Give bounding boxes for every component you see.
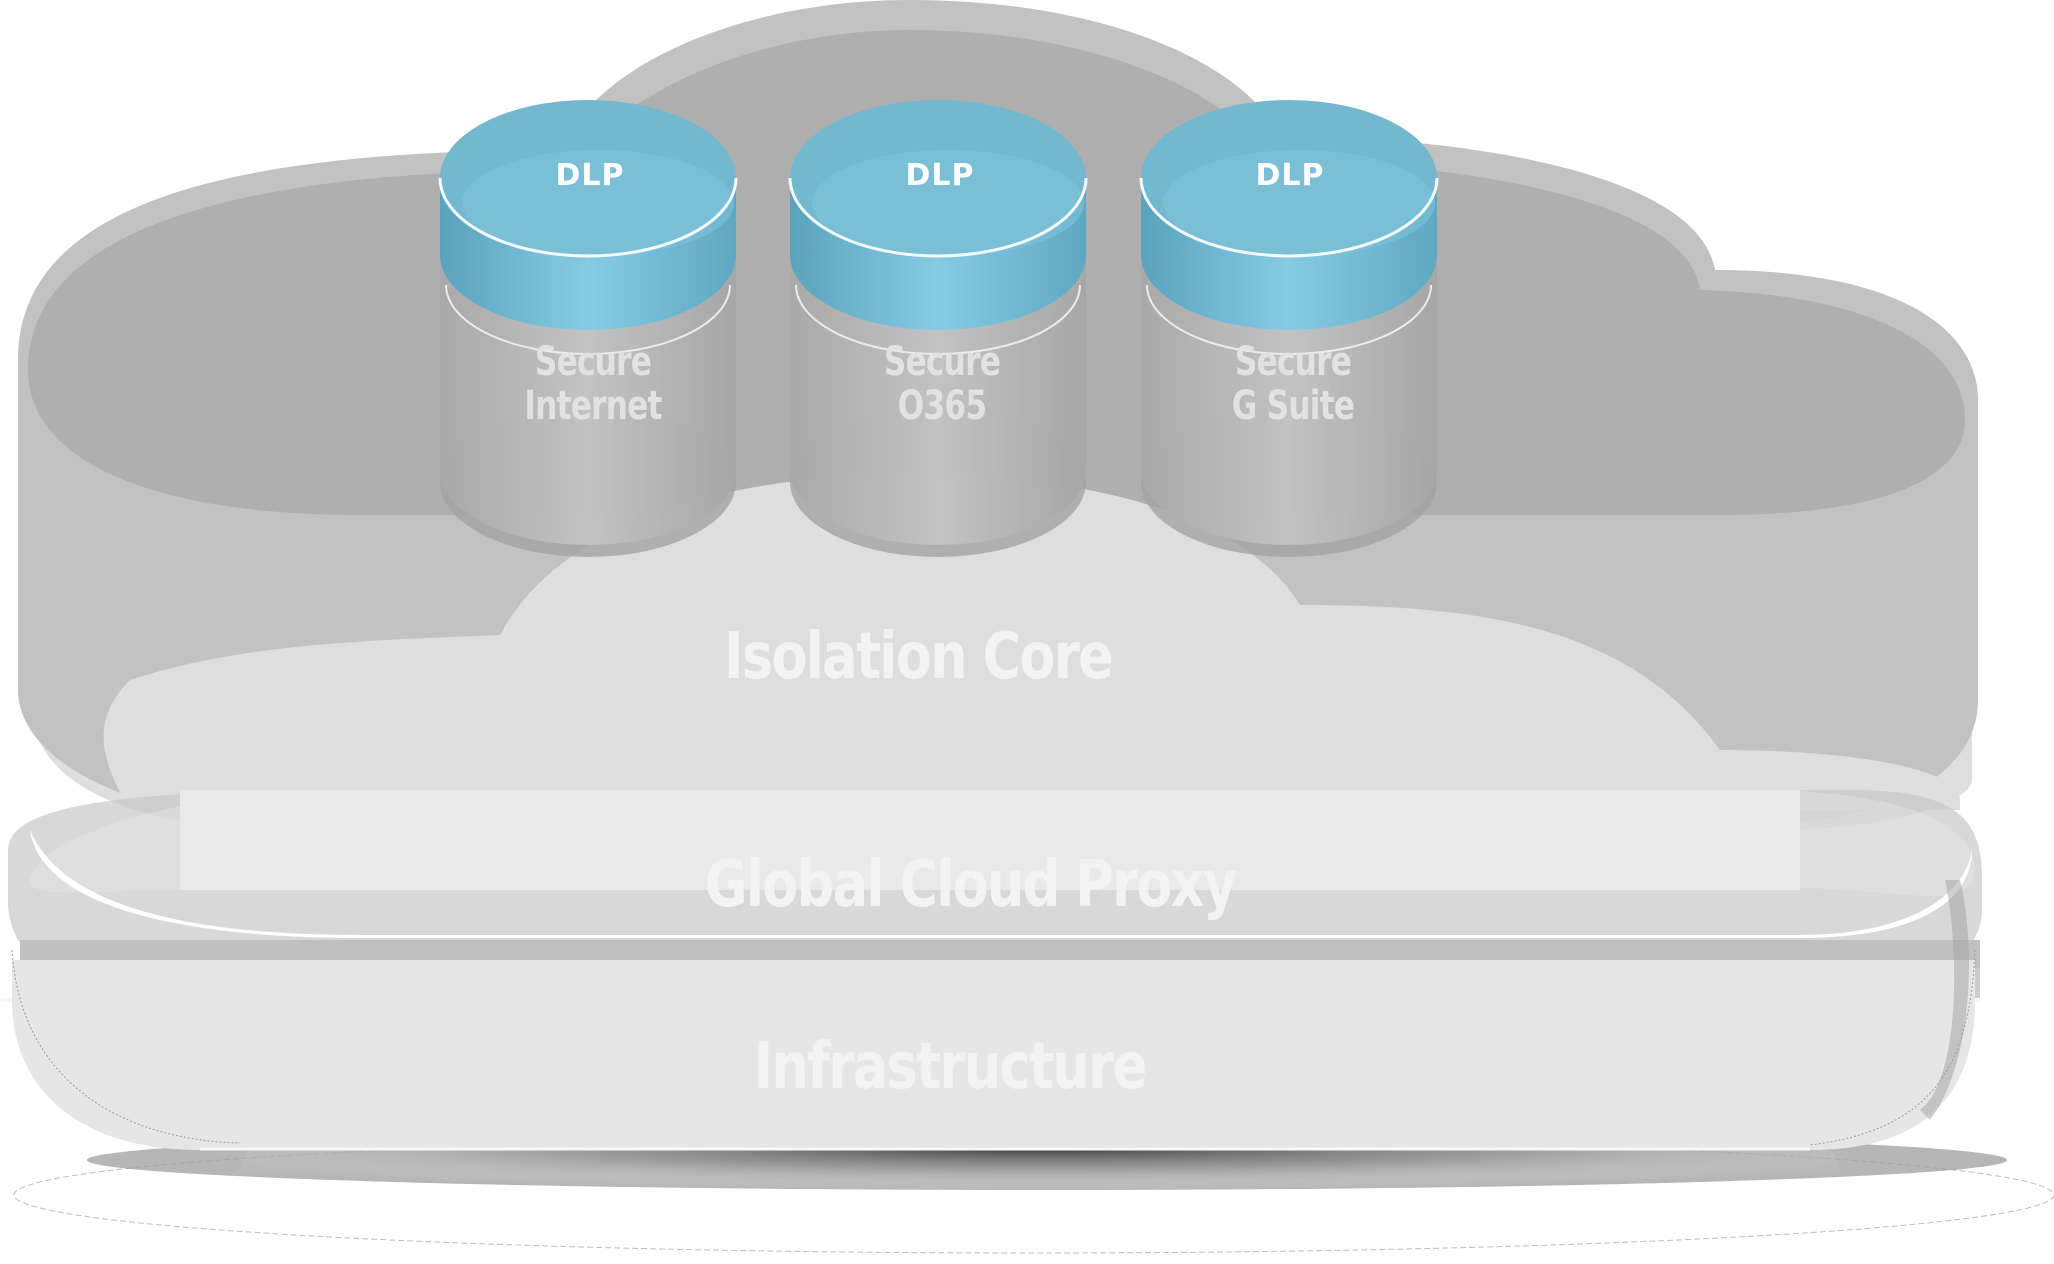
- module-ring: [445, 284, 731, 355]
- module-3-line2: G Suite: [1231, 383, 1355, 429]
- module-top-rim: [438, 177, 738, 258]
- module-2-line1: Secure: [883, 339, 1001, 385]
- module-ring: [1146, 284, 1432, 355]
- module-1-line2: Internet: [524, 383, 662, 429]
- module-1-line1: Secure: [534, 339, 652, 385]
- module-group: [438, 100, 1439, 557]
- module-top-rim: [1139, 177, 1439, 258]
- module-2-line2: O365: [897, 383, 987, 429]
- module-cylinder-3: [1139, 100, 1439, 557]
- module-ring: [795, 284, 1081, 355]
- module-2-name: Secure O365: [848, 340, 1035, 428]
- isolation-core-label: Isolation Core: [723, 620, 1114, 694]
- module-top-highlight: [462, 150, 734, 256]
- module-cylinder-1: [438, 100, 738, 557]
- module-body: [790, 255, 1086, 545]
- module-1-name: Secure Internet: [499, 340, 686, 428]
- module-3-line1: Secure: [1234, 339, 1352, 385]
- module-3-name: Secure G Suite: [1199, 340, 1386, 428]
- infrastructure-label: Infrastructure: [753, 1030, 1148, 1104]
- module-3-dlp-label: DLP: [1255, 158, 1325, 193]
- isolation-core-cloud-front: [30, 475, 1972, 830]
- module-body: [1141, 255, 1437, 545]
- module-top-rim: [788, 177, 1088, 258]
- infrastructure-layer: [11, 880, 1976, 1151]
- module-cylinder-2: [788, 100, 1088, 557]
- module-2-dlp-label: DLP: [905, 158, 975, 193]
- global-cloud-proxy-label: Global Cloud Proxy: [704, 848, 1237, 922]
- module-top-highlight: [1163, 150, 1435, 256]
- module-body: [440, 255, 736, 545]
- module-top-highlight: [812, 150, 1084, 256]
- module-1-dlp-label: DLP: [555, 158, 625, 193]
